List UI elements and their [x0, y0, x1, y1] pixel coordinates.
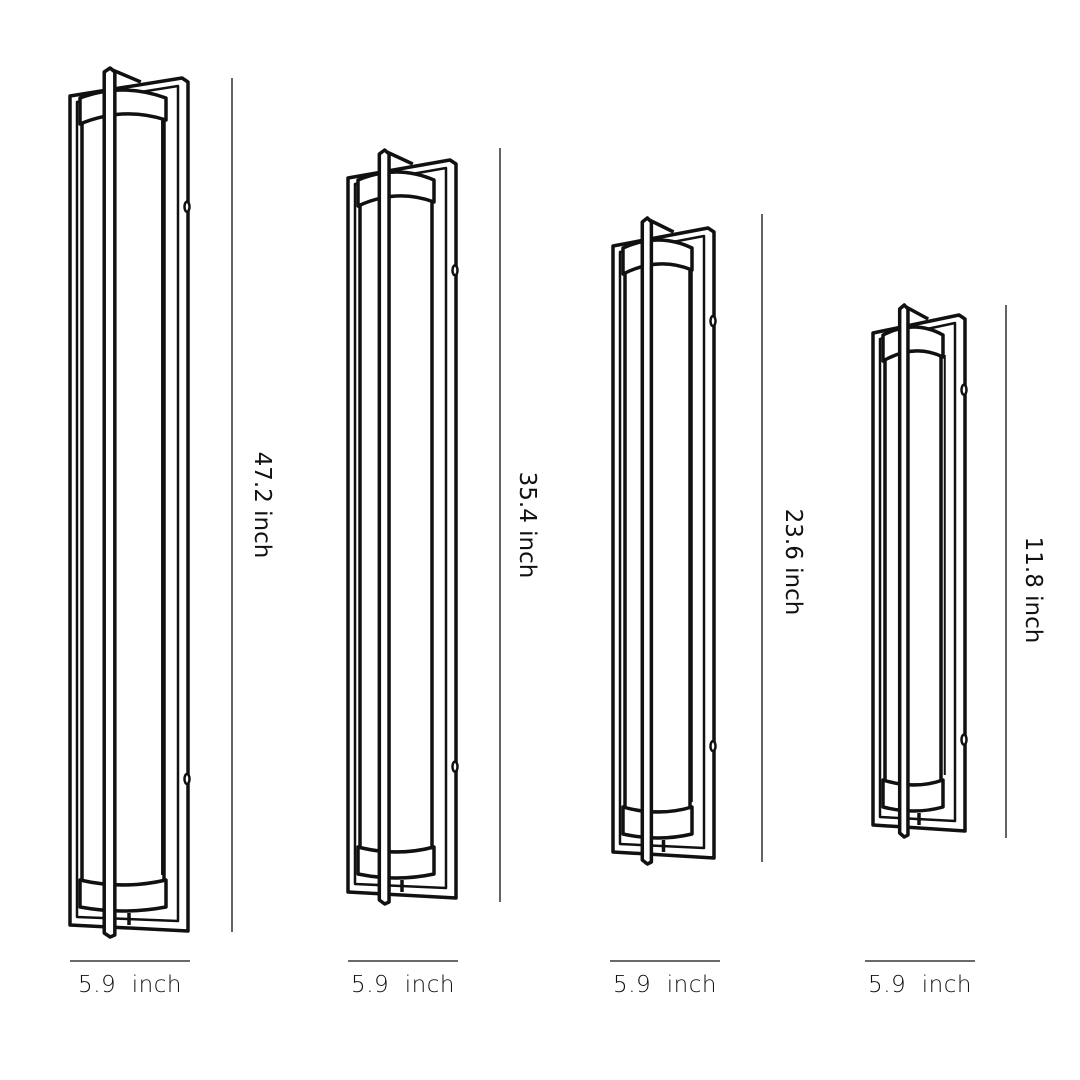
top-brace	[386, 150, 414, 166]
wall-sconce-3	[611, 216, 717, 866]
height-label-2: 35.4 inch	[514, 471, 540, 579]
glass-tube	[623, 256, 692, 814]
bottom-cap	[881, 778, 945, 813]
width-label-1: 5.9 inch	[78, 972, 182, 998]
top-brace	[111, 68, 142, 84]
screw-icon	[709, 739, 717, 753]
wall-sconce-4	[871, 303, 968, 839]
front-bar	[640, 216, 654, 866]
screw-icon	[709, 314, 717, 328]
width-label-3: 5.9 inch	[613, 972, 717, 998]
wall-sconce-2	[346, 148, 459, 906]
screw-icon	[960, 383, 968, 397]
screw-icon	[183, 200, 191, 213]
bottom-cap	[356, 845, 436, 880]
glass-tube	[80, 106, 166, 887]
glass-tube	[883, 343, 943, 787]
screw-icon	[451, 264, 459, 277]
front-bar	[377, 148, 391, 906]
glass-tube	[358, 188, 434, 854]
height-label-1: 47.2 inch	[249, 451, 275, 559]
bottom-cap	[621, 805, 694, 840]
height-label-3: 23.6 inch	[780, 508, 806, 616]
screw-icon	[960, 733, 968, 746]
screw-icon	[183, 772, 191, 786]
front-bar	[897, 303, 910, 839]
width-label-4: 5.9 inch	[868, 972, 972, 998]
width-label-2: 5.9 inch	[351, 972, 455, 998]
bottom-cap	[78, 878, 168, 913]
screw-icon	[451, 760, 459, 773]
wall-sconce-1	[68, 66, 191, 939]
top-brace	[648, 218, 675, 234]
front-bar	[102, 66, 117, 939]
height-label-4: 11.8 inch	[1020, 536, 1046, 644]
top-brace	[905, 305, 930, 321]
